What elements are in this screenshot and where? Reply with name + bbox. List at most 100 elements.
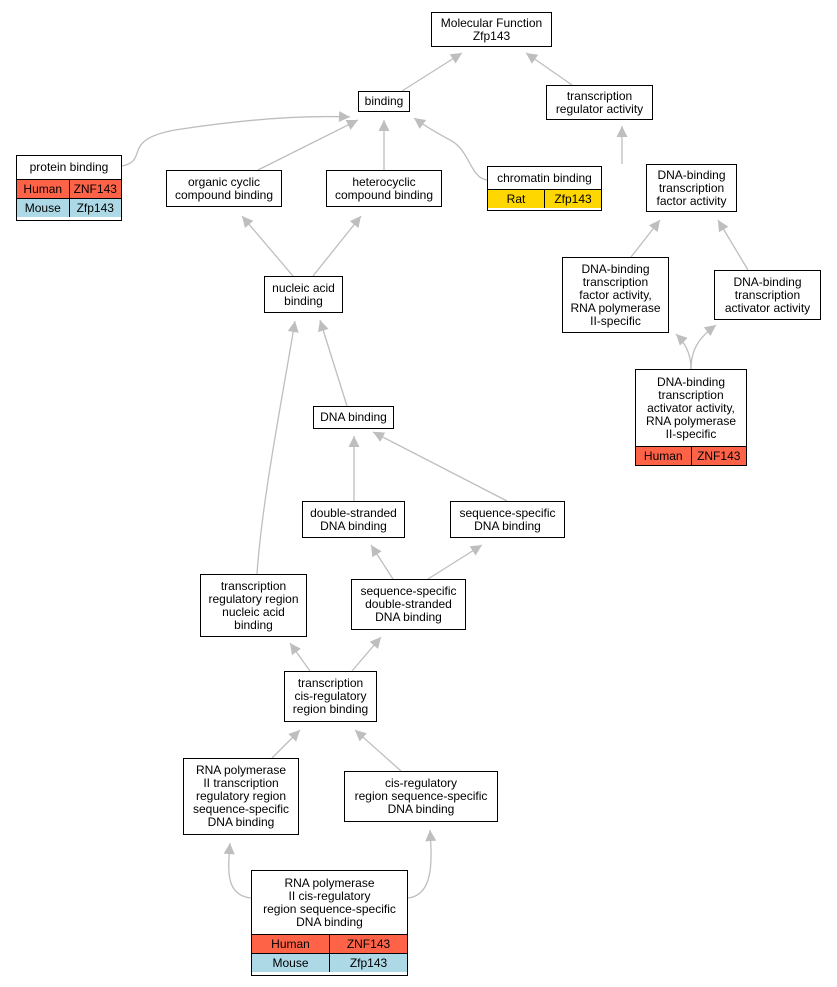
edge-arrowhead bbox=[288, 730, 300, 742]
node-label: protein binding bbox=[29, 160, 109, 174]
node-label: DNA binding bbox=[320, 410, 387, 424]
edge-transcription_regulator_activity-to-molecular_function bbox=[525, 52, 573, 86]
node-transcription-regulatory-region-nucleic-acid-binding[interactable]: transcription regulatory region nucleic … bbox=[200, 574, 307, 637]
edge-sequence_specific_dna_binding-to-dna_binding bbox=[372, 431, 508, 502]
edge-arrowhead bbox=[371, 545, 382, 558]
edge-arrowhead bbox=[287, 321, 299, 333]
edge-line bbox=[413, 117, 488, 181]
node-chromatin-binding[interactable]: chromatin binding Rat Zfp143 bbox=[487, 166, 602, 211]
edge-dna_binding_tf_activity-to-transcription_regulator_activity bbox=[616, 126, 628, 164]
edge-organic_cyclic_compound_binding-to-binding bbox=[257, 119, 359, 171]
node-nucleic-acid-binding[interactable]: nucleic acid binding bbox=[264, 276, 343, 313]
edge-transcription_regulatory_region_nucleic_acid_binding-to-nucleic_acid_binding bbox=[256, 320, 299, 575]
node-transcription-cis-regulatory-region-binding[interactable]: transcription cis-regulatory region bind… bbox=[284, 671, 377, 722]
edge-line bbox=[121, 115, 351, 167]
edge-arrowhead bbox=[676, 334, 688, 346]
edge-arrowhead bbox=[242, 216, 254, 228]
edge-dna_binding_transcription_activator_activity_rnap2-to-dna_binding_tf_activity_rnap2 bbox=[675, 333, 692, 370]
gene-cell: ZNF143 bbox=[690, 447, 747, 465]
node-rnap2-transcription-regulatory-region-ss-dna-binding[interactable]: RNA polymerase II transcription regulato… bbox=[183, 758, 299, 835]
edge-arrowhead bbox=[349, 216, 361, 229]
species-row: Human ZNF143 bbox=[636, 446, 746, 465]
edge-arrowhead bbox=[414, 118, 427, 129]
species-row: Rat Zfp143 bbox=[488, 189, 601, 208]
edge-arrowhead bbox=[469, 545, 482, 556]
node-dna-binding-transcription-activator-activity-rnap2[interactable]: DNA-binding transcription activator acti… bbox=[635, 369, 747, 466]
edge-chromatin_binding-to-binding bbox=[413, 117, 488, 181]
node-heterocyclic-compound-binding[interactable]: heterocyclic compound binding bbox=[326, 170, 442, 207]
edge-arrowhead bbox=[648, 220, 660, 233]
node-label: sequence-specific DNA binding bbox=[459, 505, 556, 533]
edge-binding-to-molecular_function bbox=[401, 52, 463, 92]
edge-nucleic_acid_binding-to-heterocyclic_compound_binding bbox=[312, 215, 362, 277]
node-label: transcription regulator activity bbox=[555, 88, 644, 116]
edge-line bbox=[257, 119, 359, 171]
edge-arrowhead bbox=[290, 643, 301, 656]
species-row: Mouse Zfp143 bbox=[17, 198, 121, 217]
species-cell: Mouse bbox=[272, 955, 309, 970]
node-dna-binding-tf-activity-rnap2[interactable]: DNA-binding transcription factor activit… bbox=[562, 257, 669, 333]
edge-rnap2_cis_regulatory_region_ss_dna_binding-to-cis_regulatory_region_ss_dna_binding bbox=[407, 829, 437, 899]
edge-arrowhead bbox=[718, 220, 729, 233]
edge-arrowhead bbox=[345, 120, 358, 130]
node-label: double-stranded DNA binding bbox=[310, 505, 397, 533]
edge-double_stranded_dna_binding-to-dna_binding bbox=[348, 436, 360, 501]
node-label: sequence-specific double-stranded DNA bi… bbox=[360, 584, 457, 624]
edge-dna_binding_tf_activity_rnap2-to-dna_binding_tf_activity bbox=[630, 219, 661, 258]
edge-arrowhead bbox=[526, 53, 539, 64]
node-sequence-specific-dna-binding[interactable]: sequence-specific DNA binding bbox=[450, 501, 565, 538]
node-label: heterocyclic compound binding bbox=[334, 174, 434, 202]
gene-cell: Zfp143 bbox=[68, 199, 122, 217]
edge-line bbox=[256, 320, 296, 575]
edge-rnap2_transcription_regulatory_region_ss_dna_binding-to-transcription_cis_regulatory_region_binding bbox=[271, 729, 301, 759]
node-molecular-function[interactable]: Molecular Function Zfp143 bbox=[431, 12, 552, 47]
edge-arrowhead bbox=[318, 320, 329, 333]
node-dna-binding-tf-activity[interactable]: DNA-binding transcription factor activit… bbox=[646, 164, 737, 212]
edge-line bbox=[241, 215, 294, 277]
edge-arrowhead bbox=[425, 830, 437, 842]
node-label: cis-regulatory region sequence-specific … bbox=[354, 776, 488, 816]
species-cell: Mouse bbox=[24, 200, 61, 215]
edge-arrowhead bbox=[373, 432, 386, 442]
edge-line bbox=[312, 215, 362, 277]
edge-dna_binding_transcription_activator_activity-to-dna_binding_tf_activity bbox=[717, 219, 749, 271]
edge-cis_regulatory_region_ss_dna_binding-to-transcription_cis_regulatory_region_binding bbox=[354, 729, 402, 772]
node-transcription-regulator-activity[interactable]: transcription regulator activity bbox=[546, 85, 653, 120]
edge-arrowhead bbox=[223, 843, 235, 855]
node-label: DNA-binding transcription factor activit… bbox=[570, 261, 661, 328]
edge-arrowhead bbox=[703, 325, 716, 336]
gene-cell: ZNF143 bbox=[329, 935, 407, 953]
node-label: chromatin binding bbox=[497, 170, 592, 185]
node-label: transcription cis-regulatory region bind… bbox=[292, 676, 369, 716]
gene-cell: Zfp143 bbox=[544, 190, 601, 208]
edge-heterocyclic_compound_binding-to-binding bbox=[378, 120, 390, 170]
species-cell: Rat bbox=[506, 191, 526, 206]
node-double-stranded-dna-binding[interactable]: double-stranded DNA binding bbox=[302, 501, 405, 538]
edge-dna_binding-to-nucleic_acid_binding bbox=[318, 319, 348, 407]
node-dna-binding[interactable]: DNA binding bbox=[313, 406, 394, 429]
node-label: DNA-binding transcription factor activit… bbox=[656, 167, 727, 208]
edge-arrowhead bbox=[616, 126, 628, 137]
node-sequence-specific-double-stranded-dna-binding[interactable]: sequence-specific double-stranded DNA bi… bbox=[351, 579, 466, 630]
node-rnap2-cis-regulatory-region-ss-dna-binding[interactable]: RNA polymerase II cis-regulatory region … bbox=[251, 870, 408, 976]
node-label: DNA-binding transcription activator acti… bbox=[645, 374, 737, 441]
edge-nucleic_acid_binding-to-organic_cyclic_compound_binding bbox=[241, 215, 294, 277]
node-label: organic cyclic compound binding bbox=[174, 174, 274, 202]
edge-transcription_cis_regulatory_region_binding-to-sequence_specific_double_stranded_dna_binding bbox=[351, 636, 382, 672]
node-label: DNA-binding transcription activator acti… bbox=[724, 274, 811, 315]
node-organic-cyclic-compound-binding[interactable]: organic cyclic compound binding bbox=[166, 170, 282, 207]
node-cis-regulatory-region-ss-dna-binding[interactable]: cis-regulatory region sequence-specific … bbox=[344, 771, 498, 822]
node-binding[interactable]: binding bbox=[358, 91, 410, 112]
node-label: nucleic acid binding bbox=[272, 280, 335, 308]
edge-protein_binding-to-binding bbox=[121, 111, 351, 167]
edge-sequence_specific_double_stranded_dna_binding-to-double_stranded_dna_binding bbox=[370, 544, 394, 580]
species-cell: Human bbox=[643, 448, 683, 463]
node-dna-binding-transcription-activator-activity[interactable]: DNA-binding transcription activator acti… bbox=[714, 270, 821, 320]
gene-cell: ZNF143 bbox=[68, 180, 122, 198]
